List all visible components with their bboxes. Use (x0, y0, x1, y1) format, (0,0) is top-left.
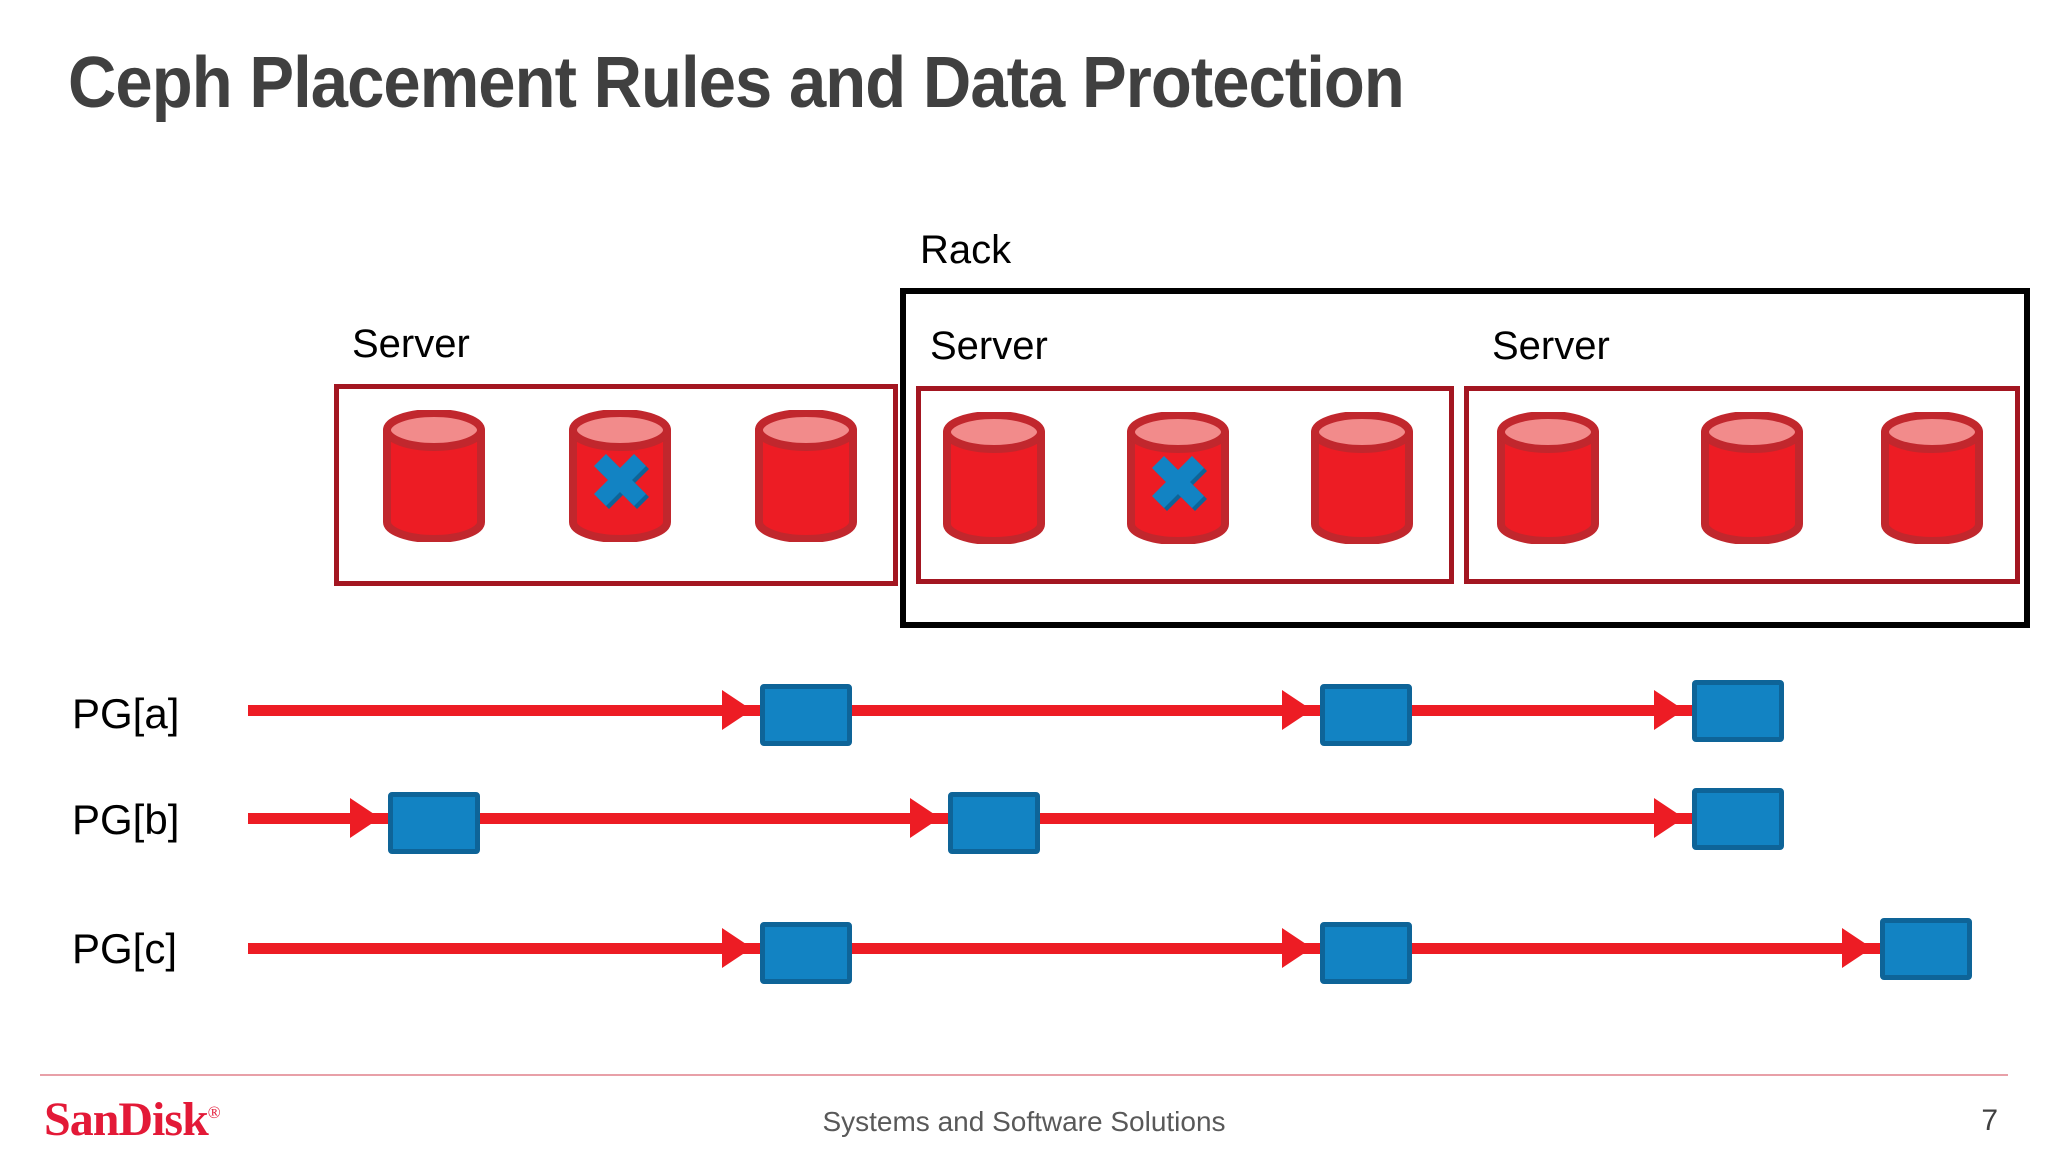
pg-connector-line (248, 705, 1780, 716)
pg-row-label: PG[c] (72, 925, 178, 972)
server-label-3: Server (1492, 324, 1610, 368)
disk-icon (942, 412, 1046, 544)
page-number: 7 (1981, 1104, 1998, 1137)
arrowhead-icon (350, 798, 380, 838)
arrowhead-icon (1282, 928, 1312, 968)
disk-icon (754, 410, 858, 542)
footer-divider (40, 1074, 2008, 1076)
server-label-2: Server (930, 324, 1048, 368)
disk-icon (1880, 412, 1984, 544)
disk-icon (1496, 412, 1600, 544)
server-label-1: Server (352, 322, 470, 366)
disk-icon-failed (1126, 412, 1230, 544)
arrowhead-icon (1654, 798, 1684, 838)
pg-placement-box (760, 922, 852, 984)
rack-label: Rack (920, 228, 1012, 272)
ceph-placement-diagram: Rack Server Server Server (72, 228, 2030, 984)
arrowhead-icon (722, 928, 752, 968)
page-title: Ceph Placement Rules and Data Protection (68, 43, 1405, 123)
pg-connector-line (248, 943, 1900, 954)
pg-placement-box (760, 684, 852, 746)
server-container-3 (1464, 386, 2020, 584)
arrowhead-icon (910, 798, 940, 838)
arrowhead-icon (1654, 690, 1684, 730)
disk-icon-failed (568, 410, 672, 542)
disk-icon (1310, 412, 1414, 544)
pg-row-label: PG[a] (72, 690, 180, 737)
pg-placement-box (948, 792, 1040, 854)
server-container-2 (916, 386, 1454, 584)
trademark-icon: ® (207, 1103, 221, 1122)
pg-placement-box (1320, 922, 1412, 984)
sandisk-logo: SanDisk® (44, 1092, 221, 1147)
disk-icon (382, 410, 486, 542)
arrowhead-icon (1842, 928, 1872, 968)
server-container-1 (334, 384, 898, 586)
pg-placement-box (1880, 918, 1972, 980)
pg-placement-box (1320, 684, 1412, 746)
pg-placement-box (1692, 680, 1784, 742)
sandisk-wordmark: SanDisk (44, 1093, 209, 1146)
pg-placement-box (388, 792, 480, 854)
pg-row-label: PG[b] (72, 796, 180, 843)
rack-container (900, 288, 2030, 628)
arrowhead-icon (1282, 690, 1312, 730)
pg-placement-box (1692, 788, 1784, 850)
disk-icon (1700, 412, 1804, 544)
footer-center-text: Systems and Software Solutions (822, 1106, 1226, 1137)
arrowhead-icon (722, 690, 752, 730)
